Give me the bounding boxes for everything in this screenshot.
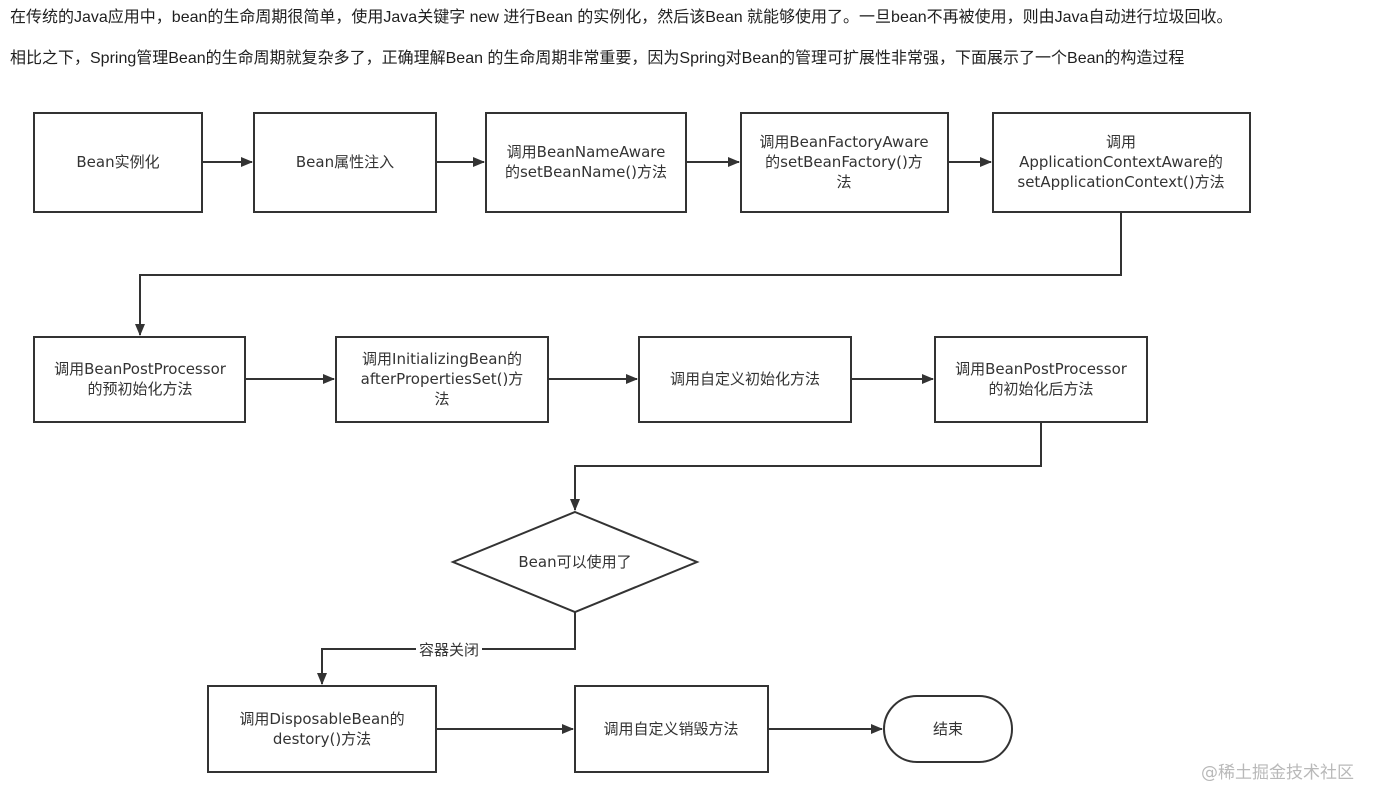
node-label-n9: 调用BeanPostProcessor 的初始化后方法 [955, 360, 1128, 398]
edge-9-decision [570, 422, 1042, 511]
intro-paragraph-1: 在传统的Java应用中，bean的生命周期很简单，使用Java关键字 new 进… [10, 9, 1233, 26]
node-label-n5: 调用 ApplicationContextAware的 setApplication… [1017, 133, 1224, 191]
node-label-n2: Bean属性注入 [296, 153, 394, 171]
node-end-terminal: 结束 [883, 695, 1013, 763]
node-custom-destroy: 调用自定义销毁方法 [574, 685, 769, 773]
node-label-line: 调用DisposableBean的 [239, 710, 404, 728]
node-label-line: 调用BeanPostProcessor [54, 360, 227, 378]
node-label-line: 结束 [933, 720, 963, 738]
node-bpp-after-init: 调用BeanPostProcessor 的初始化后方法 [934, 336, 1148, 423]
node-label-n10: 调用DisposableBean的 destory()方法 [239, 710, 404, 748]
node-label-line: 的初始化后方法 [988, 380, 1093, 398]
edge-5-6 [135, 212, 1122, 336]
node-label-end: 结束 [933, 720, 963, 738]
node-label-decision: Bean可以使用了 [518, 553, 631, 571]
node-label-line: 法 [434, 390, 449, 408]
node-label-line: Bean属性注入 [296, 153, 394, 171]
node-label-n11: 调用自定义销毁方法 [603, 720, 738, 738]
node-label-line: afterPropertiesSet()方 [361, 370, 524, 388]
node-label-line: 的setBeanName()方法 [505, 163, 667, 181]
node-initializing-bean: 调用InitializingBean的 afterPropertiesSet()方… [335, 336, 549, 423]
node-label-line: setApplicationContext()方法 [1017, 173, 1224, 191]
node-label-line: 调用InitializingBean的 [362, 350, 522, 368]
node-label-line: 调用BeanNameAware [507, 143, 666, 161]
node-label-line: 调用自定义销毁方法 [603, 720, 738, 738]
node-label-n7: 调用InitializingBean的 afterPropertiesSet()方… [361, 350, 524, 408]
node-label-n6: 调用BeanPostProcessor 的预初始化方法 [54, 360, 227, 398]
node-label-n1: Bean实例化 [76, 153, 159, 171]
node-bean-ready-decision: Bean可以使用了 [450, 510, 700, 614]
node-label-line: 调用自定义初始化方法 [670, 370, 820, 388]
node-property-inject: Bean属性注入 [253, 112, 437, 213]
node-custom-init: 调用自定义初始化方法 [638, 336, 852, 423]
node-label-line: 调用BeanFactoryAware [759, 133, 928, 151]
watermark-text: @稀土掘金技术社区 [1201, 763, 1354, 783]
node-disposable-bean: 调用DisposableBean的 destory()方法 [207, 685, 437, 773]
node-label-n3: 调用BeanNameAware 的setBeanName()方法 [505, 143, 667, 181]
intro-paragraph-2: 相比之下，Spring管理Bean的生命周期就复杂多了，正确理解Bean 的生命… [10, 50, 1185, 67]
node-label-line: 的预初始化方法 [87, 380, 192, 398]
node-label-line: Bean可以使用了 [518, 553, 631, 571]
edge-label-container-close: 容器关闭 [419, 641, 479, 659]
node-label-n4: 调用BeanFactoryAware 的setBeanFactory()方法 [759, 133, 928, 191]
node-label-line: Bean实例化 [76, 153, 159, 171]
node-application-context-aware: 调用 ApplicationContextAware的 setApplication… [992, 112, 1251, 213]
node-label-line: 法 [836, 173, 851, 191]
node-bean-factory-aware: 调用BeanFactoryAware 的setBeanFactory()方法 [740, 112, 949, 213]
node-bpp-before-init: 调用BeanPostProcessor 的预初始化方法 [33, 336, 246, 423]
node-label-line: destory()方法 [273, 730, 371, 748]
node-label-line: 的setBeanFactory()方 [765, 153, 923, 171]
node-bean-name-aware: 调用BeanNameAware 的setBeanName()方法 [485, 112, 687, 213]
node-label-line: ApplicationContextAware的 [1019, 153, 1223, 171]
node-label-line: 调用BeanPostProcessor [955, 360, 1128, 378]
node-bean-instantiate: Bean实例化 [33, 112, 203, 213]
node-label-line: 调用 [1106, 133, 1136, 151]
node-label-n8: 调用自定义初始化方法 [670, 370, 820, 388]
